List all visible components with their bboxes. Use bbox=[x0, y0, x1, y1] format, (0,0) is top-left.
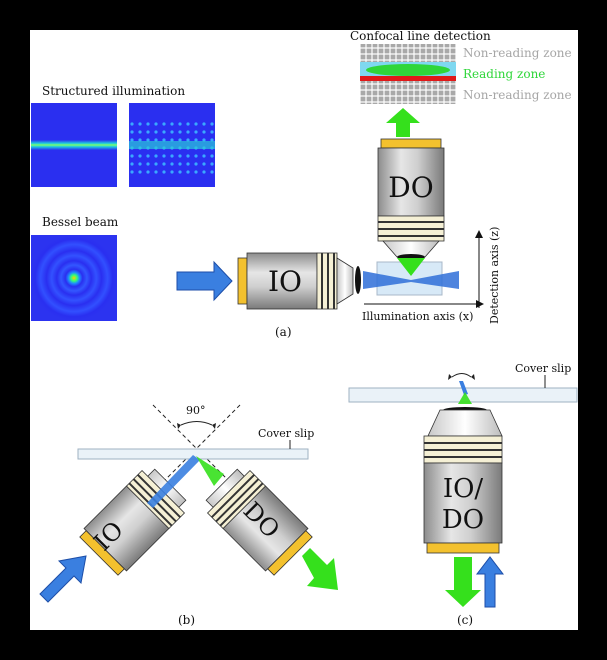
panel-b: 90° Cover slip IO DO bbox=[39, 404, 338, 627]
detection-cone-c bbox=[458, 392, 472, 404]
detection-objective-b bbox=[205, 468, 313, 576]
structured-illumination-label: Structured illumination bbox=[42, 84, 185, 98]
bessel-beam-pattern bbox=[31, 235, 117, 321]
rotation-arrow-c bbox=[451, 373, 472, 378]
caption-b: (b) bbox=[178, 613, 195, 627]
panel-a: Structured illumination Bessel beam Conf… bbox=[31, 29, 572, 339]
camera-sensor-grid bbox=[360, 44, 456, 104]
non-reading-zone-top-label: Non-reading zone bbox=[463, 46, 572, 60]
illumination-arrow-a bbox=[176, 260, 233, 302]
sample-chamber-a bbox=[355, 258, 459, 296]
detection-arrow-a bbox=[386, 108, 420, 137]
illumination-arrow-c bbox=[475, 556, 505, 608]
illumination-beam-b bbox=[147, 455, 200, 508]
reading-zone-label: Reading zone bbox=[463, 67, 545, 81]
caption-a: (a) bbox=[275, 325, 292, 339]
angle-arc bbox=[180, 421, 213, 426]
detection-arrow-b bbox=[302, 548, 338, 590]
detection-objective-a: DO bbox=[377, 138, 445, 260]
io-label-a: IO bbox=[268, 265, 302, 298]
angle-label: 90° bbox=[186, 404, 206, 417]
detection-axis-label: Detection axis (z) bbox=[488, 227, 501, 324]
cover-slip-label-c: Cover slip bbox=[515, 362, 571, 375]
non-reading-zone-bottom-label: Non-reading zone bbox=[463, 88, 572, 102]
panel-c: Cover slip IO/ DO (c) bbox=[348, 362, 578, 627]
caption-c: (c) bbox=[457, 613, 473, 627]
illumination-beam-c bbox=[459, 381, 468, 395]
detection-cone-b bbox=[196, 456, 224, 486]
io-do-label-line2: DO bbox=[442, 505, 484, 535]
illumination-objective-a: IO bbox=[237, 252, 354, 310]
detection-arrow-c bbox=[445, 557, 481, 607]
do-label-a: DO bbox=[388, 171, 433, 204]
cover-slip-label-b: Cover slip bbox=[258, 427, 314, 440]
io-do-label-line1: IO/ bbox=[443, 474, 484, 504]
illumination-axis-arrowhead bbox=[476, 300, 484, 308]
detection-axis-arrowhead bbox=[475, 230, 483, 238]
illumination-axis-label: Illumination axis (x) bbox=[362, 310, 473, 323]
combined-objective-c: IO/ DO bbox=[423, 407, 503, 554]
structured-illumination-pattern-2 bbox=[129, 103, 215, 187]
bessel-beam-label: Bessel beam bbox=[42, 215, 119, 229]
illumination-arrow-b bbox=[39, 555, 87, 603]
structured-illumination-pattern-1 bbox=[31, 103, 117, 187]
confocal-line-detection-label: Confocal line detection bbox=[350, 29, 491, 43]
